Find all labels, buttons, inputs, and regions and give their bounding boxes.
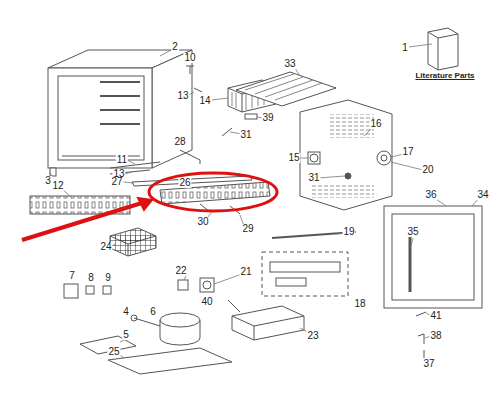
- shelf: [236, 72, 336, 106]
- door: [384, 206, 482, 308]
- wire: [134, 318, 160, 326]
- callout-number: 8: [87, 273, 95, 283]
- overload-hub: [203, 281, 211, 289]
- callout-number: 28: [173, 137, 186, 147]
- relay: [178, 280, 188, 290]
- screw: [194, 88, 202, 92]
- control-board: [276, 278, 306, 286]
- callout-number: 17: [401, 147, 414, 157]
- leader-lines: [50, 44, 478, 358]
- callout-number: 10: [183, 53, 196, 63]
- callout-number: 18: [353, 299, 366, 309]
- callout-number: 22: [174, 266, 187, 276]
- literature-book: [428, 28, 458, 70]
- cabinet: [48, 50, 192, 176]
- callout-number: 16: [369, 119, 382, 129]
- condenser: [110, 236, 156, 256]
- compressor: [160, 313, 200, 345]
- screw: [186, 66, 194, 74]
- highlight-circle: [149, 173, 277, 211]
- callout-number: 21: [239, 267, 252, 277]
- drain-pan: [232, 306, 304, 340]
- callout-number: 38: [429, 331, 442, 341]
- callout-number: 14: [198, 96, 211, 106]
- callout-number: 39: [261, 113, 274, 123]
- bracket: [245, 114, 257, 119]
- literature-label: Literature Parts: [414, 72, 475, 80]
- callout-number: 35: [406, 227, 419, 237]
- tube: [228, 300, 240, 312]
- callout-number: 36: [424, 190, 437, 200]
- bracket: [86, 286, 94, 294]
- callout-number: 27: [110, 177, 123, 187]
- callout-number: 30: [196, 217, 209, 227]
- callout-number: 5: [122, 330, 130, 340]
- callout-number: 26: [178, 178, 191, 188]
- kick-plate: [160, 182, 270, 204]
- terminal: [131, 315, 137, 321]
- back-panel: [300, 100, 392, 210]
- callout-number: 12: [51, 181, 64, 191]
- callout-number: 20: [421, 165, 434, 175]
- callout-number: 41: [429, 311, 442, 321]
- bracket: [64, 284, 78, 298]
- callout-number: 31: [239, 130, 252, 140]
- callout-number: 24: [99, 242, 112, 252]
- callout-number: 34: [476, 190, 489, 200]
- callout-number: 23: [306, 331, 319, 341]
- callout-number: 4: [122, 307, 130, 317]
- callout-number: 2: [171, 42, 179, 52]
- callout-number: 11: [116, 155, 128, 165]
- control-panel: [270, 262, 340, 272]
- callout-number: 40: [200, 297, 213, 307]
- callout-number: 1: [401, 43, 409, 53]
- callout-number: 33: [283, 59, 296, 69]
- callout-number: 37: [422, 359, 435, 369]
- screw: [416, 312, 426, 358]
- callout-number: 9: [104, 273, 112, 283]
- callout-number: 7: [68, 271, 76, 281]
- callout-number: 29: [241, 224, 254, 234]
- fan: [308, 152, 320, 164]
- bracket: [103, 286, 111, 294]
- base-plate: [108, 348, 232, 374]
- callout-number: 13: [176, 91, 189, 101]
- callout-number: 6: [149, 307, 157, 317]
- rod: [180, 150, 200, 164]
- callout-number: 19: [342, 227, 355, 237]
- fan-hub: [310, 154, 318, 162]
- overload: [200, 278, 214, 292]
- callout-number: 25: [107, 347, 120, 357]
- control-group: [262, 252, 348, 296]
- callout-number: 31: [307, 173, 320, 183]
- callout-number: 15: [287, 153, 300, 163]
- arrow-head: [138, 198, 152, 210]
